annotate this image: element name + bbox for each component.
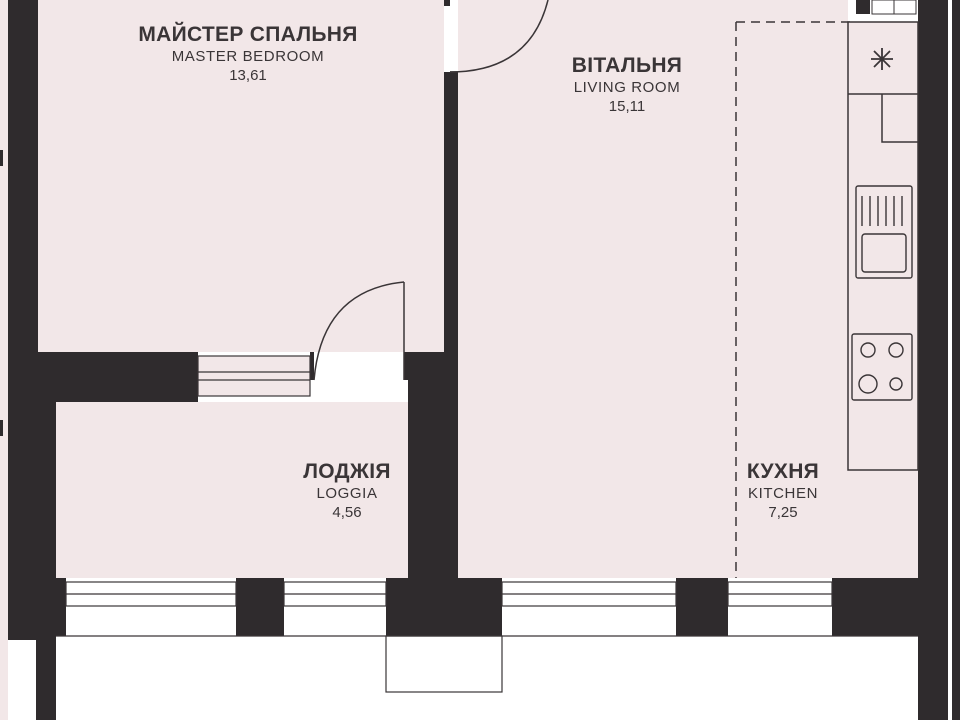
- right-column-slit-1: [948, 0, 952, 720]
- right-column-detail: [871, 0, 952, 720]
- left-strip-floor: [0, 0, 8, 720]
- walls: [8, 0, 960, 720]
- loggia-name-ua: ЛОДЖІЯ: [303, 460, 391, 483]
- wall-top-right-block: [856, 0, 870, 14]
- master-bedroom-name-ua: МАЙСТЕР СПАЛЬНЯ: [138, 23, 358, 46]
- kitchen-area: 7,25: [768, 504, 798, 521]
- wall-bedroom-bottom-left: [38, 352, 198, 402]
- master-bedroom-name-en: MASTER BEDROOM: [171, 48, 325, 66]
- wall-bedroom-bottom-right: [310, 352, 314, 380]
- wall-bottom-pier-4: [676, 578, 728, 636]
- living-room-name-en: LIVING ROOM: [573, 79, 681, 97]
- stove-icon: [851, 333, 913, 401]
- wall-left-lower: [36, 578, 56, 720]
- wall-bottom-pier-2: [236, 578, 284, 636]
- doors: [313, 0, 549, 381]
- kitchen-label: КУХНЯ KITCHEN 7,25: [720, 459, 846, 523]
- loggia-door-swing: [313, 281, 405, 381]
- loggia-area: 4,56: [332, 504, 362, 521]
- inner-window-frame: [197, 355, 311, 397]
- fridge-corner: [881, 94, 918, 143]
- bedroom-loggia-window: [197, 355, 311, 397]
- loggia-floor: [56, 402, 408, 578]
- wall-bedroom-living-top: [444, 0, 450, 6]
- wall-partition-short: [404, 352, 410, 380]
- sink-icon: [855, 185, 913, 279]
- left-detail: [0, 150, 3, 436]
- master-bedroom-floor: [38, 0, 444, 352]
- wall-bottom-pier-5: [832, 578, 948, 636]
- wall-bottom-pier-3: [386, 578, 502, 636]
- living-room-area: 15,11: [608, 98, 646, 115]
- kitchen-name-en: KITCHEN: [747, 485, 819, 503]
- wall-bedroom-living: [444, 72, 458, 352]
- left-edge-mark-2: [0, 420, 3, 436]
- left-edge-mark: [0, 150, 3, 166]
- master-bedroom-area: 13,61: [229, 67, 267, 84]
- kitchen-name-ua: КУХНЯ: [746, 460, 820, 483]
- wall-bottom-pier-1: [56, 578, 66, 636]
- wall-loggia-right: [408, 352, 458, 578]
- wall-right-outer-strip: [952, 0, 960, 720]
- living-room-name-ua: ВІТАЛЬНЯ: [571, 54, 683, 77]
- living-room-label: ВІТАЛЬНЯ LIVING ROOM 15,11: [527, 53, 727, 117]
- balcony-ledge: [385, 635, 503, 693]
- asterisk-hood-icon: [871, 48, 893, 70]
- master-bedroom-label: МАЙСТЕР СПАЛЬНЯ MASTER BEDROOM 13,61: [88, 22, 408, 86]
- bedroom-entry-door-swing: [449, 0, 549, 73]
- kitchen-zone: [735, 21, 850, 578]
- loggia-label: ЛОДЖІЯ LOGGIA 4,56: [267, 459, 427, 523]
- loggia-name-en: LOGGIA: [316, 485, 378, 503]
- floors: [0, 0, 918, 720]
- wall-bedroom-left: [8, 0, 38, 352]
- bottom-windows: [56, 581, 918, 693]
